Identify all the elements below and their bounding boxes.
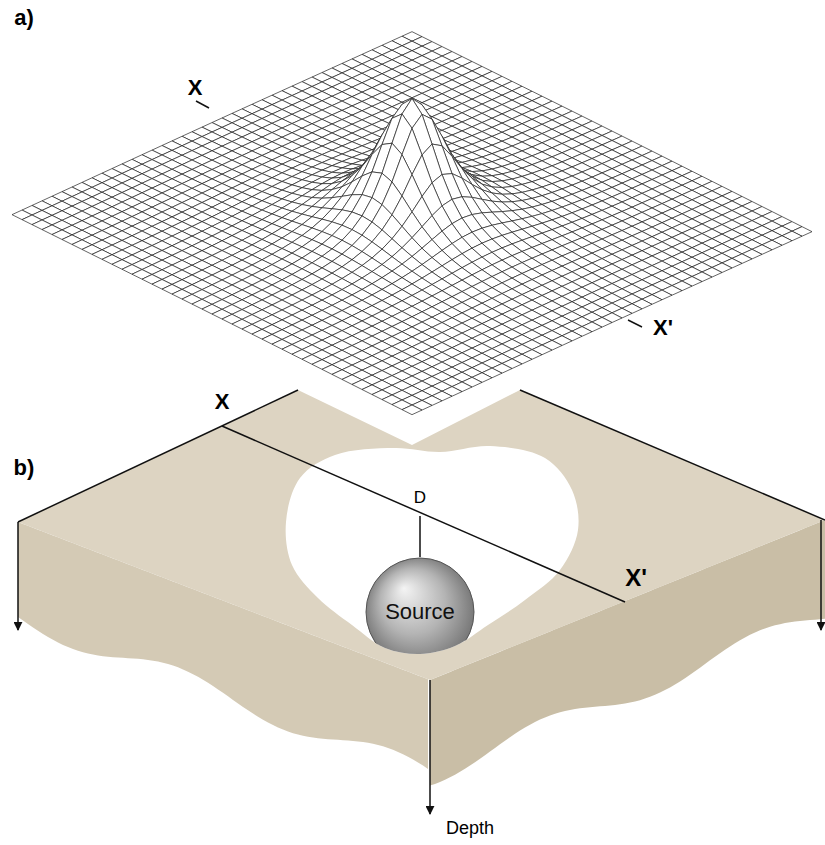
panel-letter: a)	[14, 7, 34, 29]
depth-line	[419, 516, 421, 557]
sphere-label: Source	[365, 557, 475, 667]
ground-block	[18, 390, 825, 786]
depth-symbol: D	[414, 489, 426, 506]
depth-arrow	[820, 520, 822, 630]
anomaly-surface	[12, 32, 812, 415]
profile-tick	[628, 320, 642, 327]
profile-tick	[196, 101, 209, 108]
profile-end: X'	[653, 317, 673, 339]
top-face	[18, 390, 825, 680]
line-work	[18, 101, 825, 814]
profile-end: X	[188, 77, 203, 99]
depth-axis	[429, 680, 431, 814]
depth-arrow	[17, 522, 19, 630]
block-edge	[520, 390, 825, 520]
panel-letter: b)	[14, 457, 35, 479]
axis-label: Depth	[446, 819, 494, 837]
source-sphere: Source	[365, 557, 475, 667]
profile-end: X	[215, 391, 230, 413]
mesh-cell	[402, 405, 422, 415]
profile-end: X'	[625, 566, 647, 590]
sphere-body	[366, 558, 474, 666]
block-edge	[18, 390, 298, 522]
